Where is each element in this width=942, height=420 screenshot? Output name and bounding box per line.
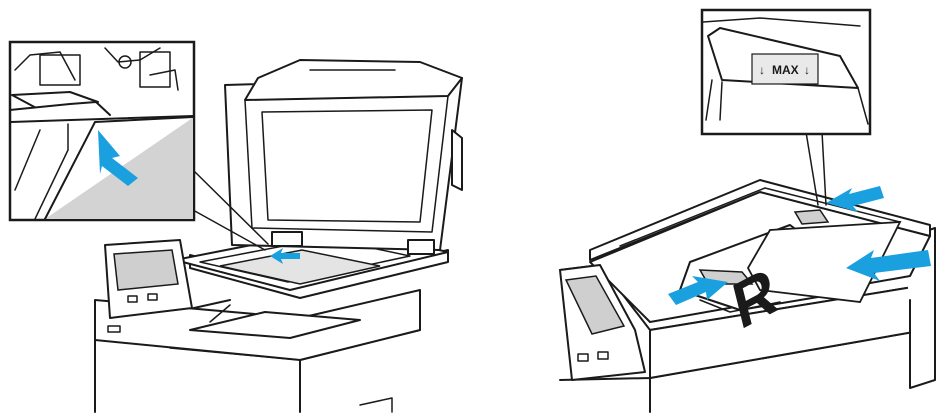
control-button-2 <box>147 293 158 301</box>
document-insert-arrow <box>846 250 931 281</box>
left-inset-zoom <box>8 40 196 222</box>
tray-extension <box>699 299 781 313</box>
usb-port-icon <box>107 325 121 333</box>
control-panel-right-screen <box>564 275 626 335</box>
max-arrow-right-icon: ↓ <box>804 63 810 77</box>
max-fill-label: MAX <box>772 63 799 77</box>
lid-side-latch <box>451 129 463 191</box>
guide-push-arrow-bottom <box>668 276 728 305</box>
paper-guide-back <box>793 209 830 225</box>
right-inset-zoom: ↓ MAX ↓ <box>700 8 872 136</box>
printer-drawer-handle <box>359 397 393 413</box>
left-panel-printer <box>94 59 463 413</box>
printer-output-tray <box>189 311 361 339</box>
inset-corner-alignment-arrow <box>98 130 138 186</box>
scanner-lid-pad <box>261 109 433 223</box>
right-callout-lines <box>805 131 827 206</box>
lid-document-feeder <box>244 59 463 101</box>
control-button-1 <box>127 295 138 303</box>
guide-push-arrow-top <box>826 186 884 212</box>
control-button-right-1 <box>577 353 589 362</box>
max-arrow-left-icon: ↓ <box>759 63 765 77</box>
lid-hinge-left <box>271 231 303 247</box>
glass-alignment-arrow <box>270 248 300 264</box>
control-button-right-2 <box>597 351 609 360</box>
left-callout-lines <box>192 169 269 251</box>
document-feeder-cover <box>589 179 931 261</box>
right-panel-printer: R <box>559 179 936 413</box>
printer-output-slot <box>169 304 301 361</box>
lid-hinge-right <box>407 239 435 255</box>
control-panel-screen <box>113 249 179 291</box>
